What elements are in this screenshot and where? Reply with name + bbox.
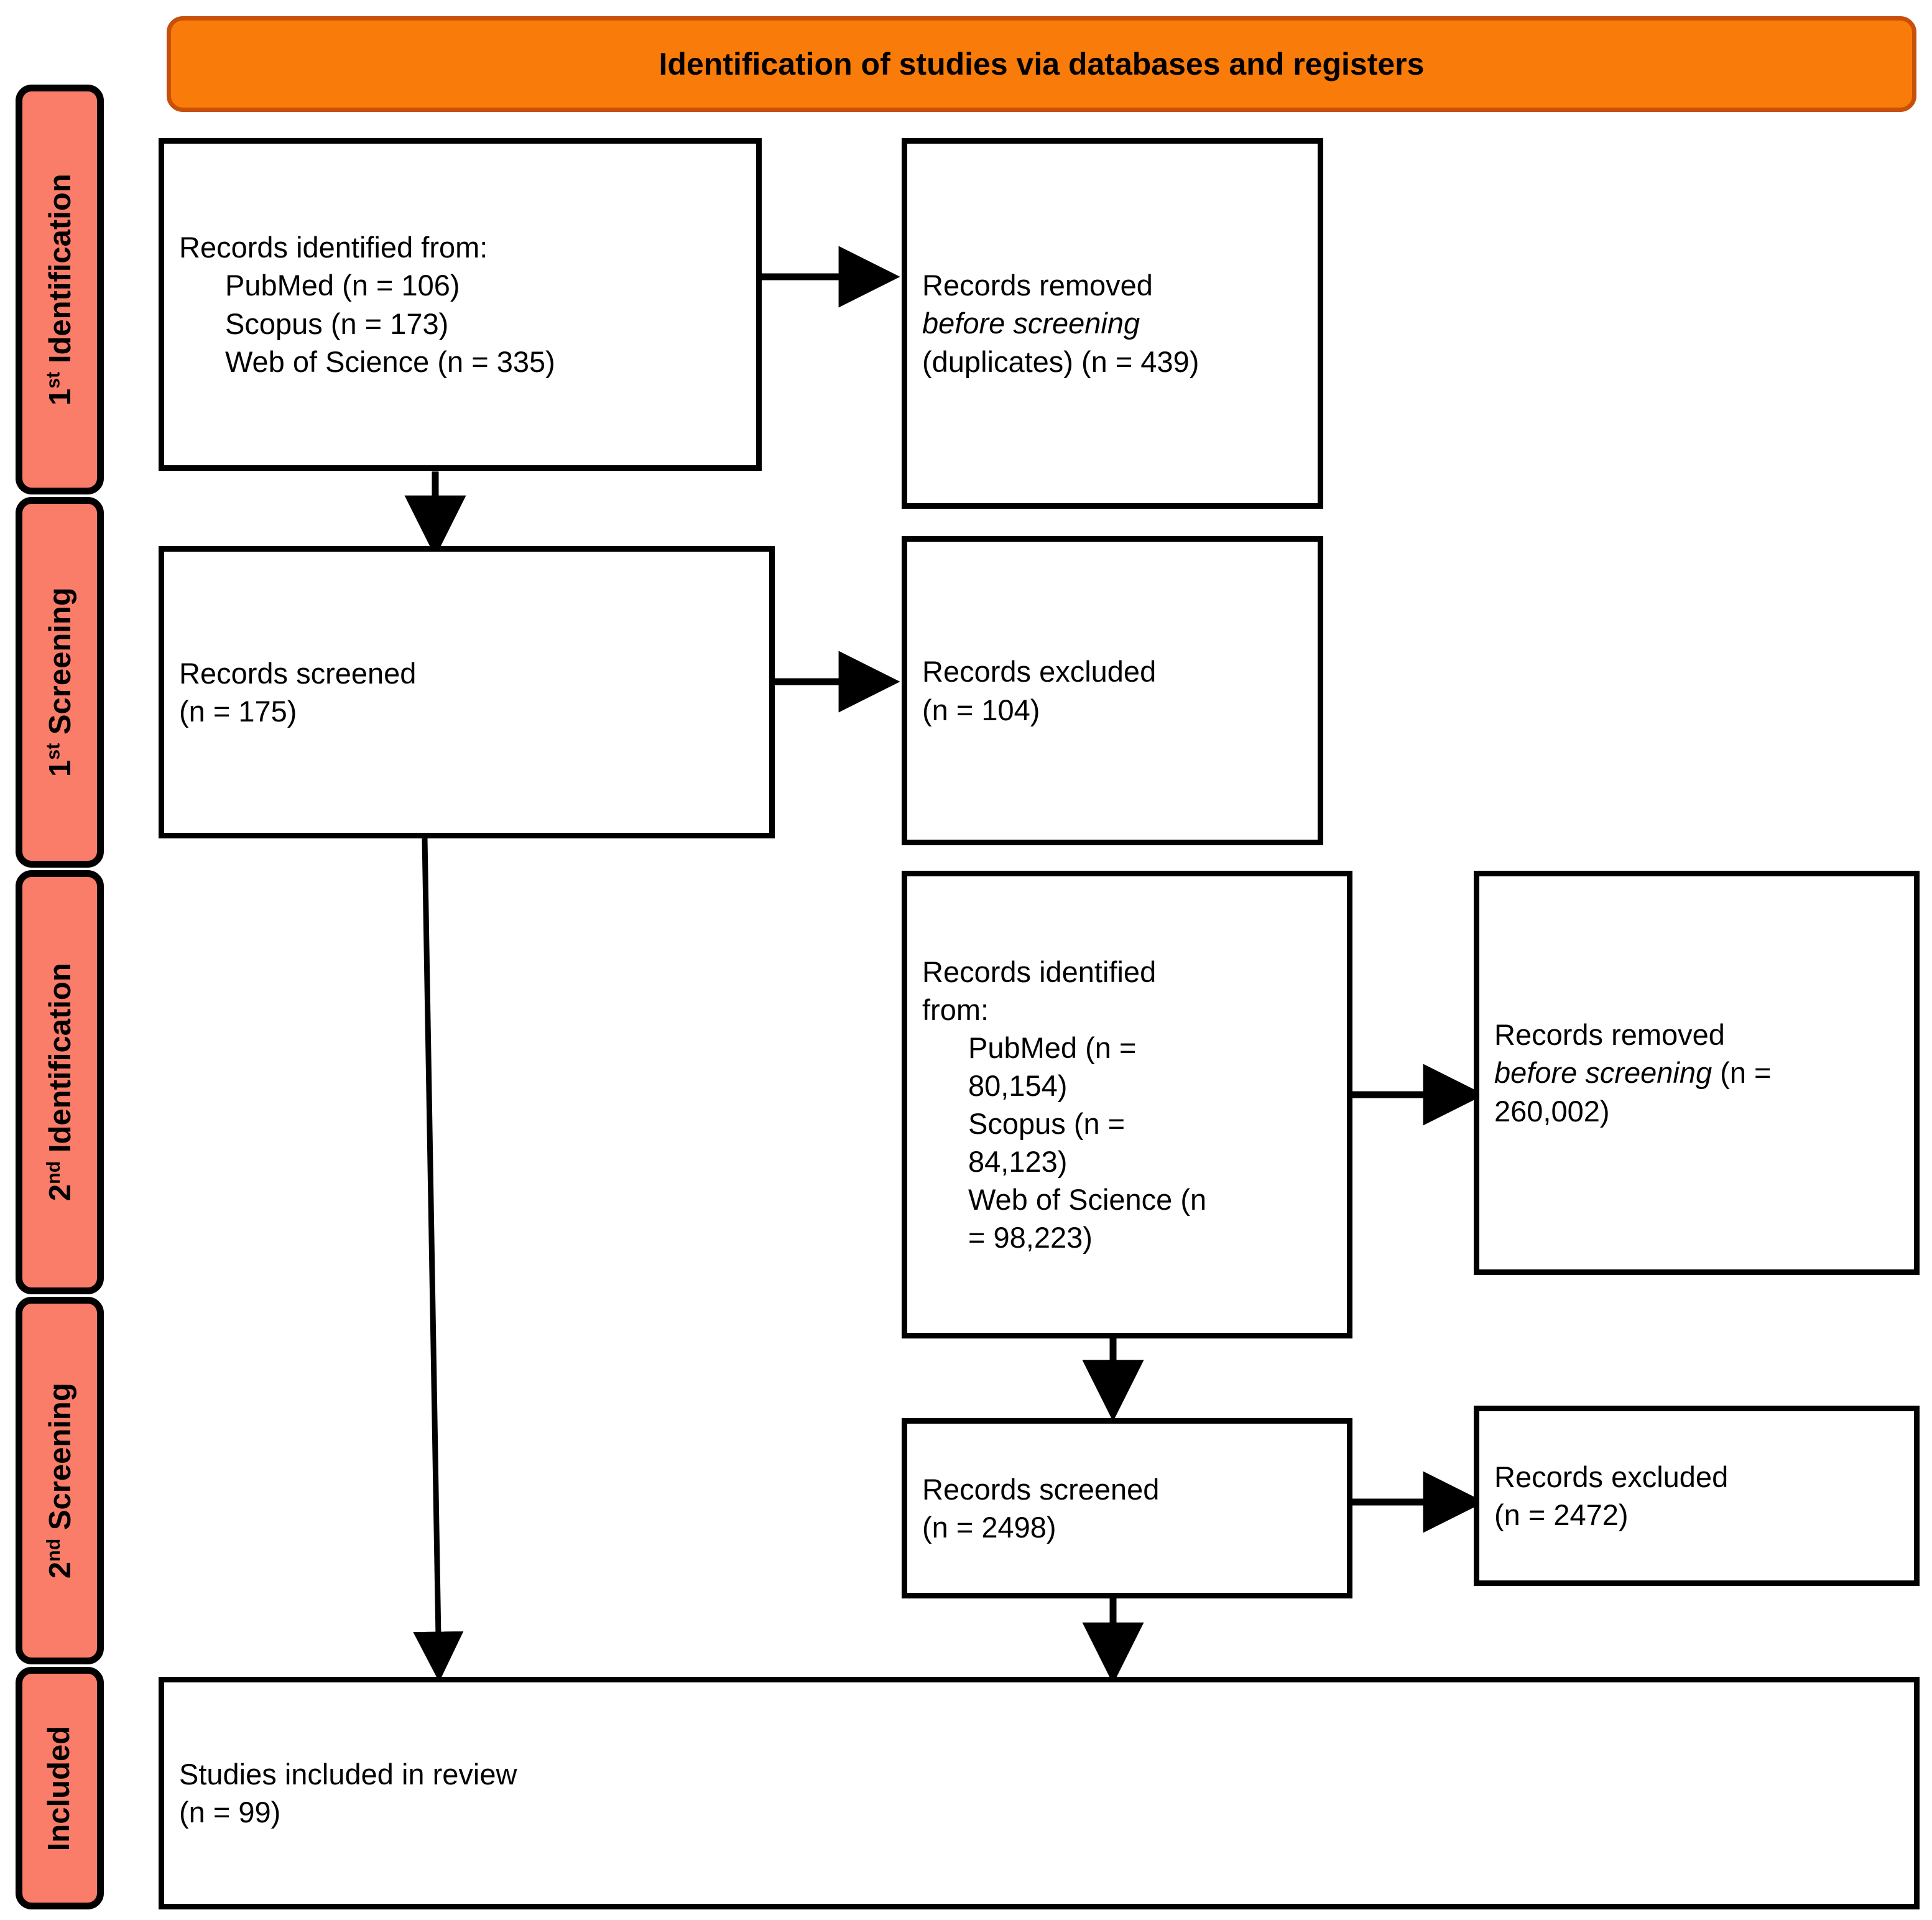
records-excluded-2-line1: Records excluded (1494, 1460, 1729, 1493)
records-identified-1-title: Records identified from: (179, 231, 488, 264)
records-identified-1-source-scopus: Scopus (n = 173) (225, 307, 449, 340)
records-removed-2-line2-italic: before screening (1494, 1056, 1712, 1090)
records-removed-2-line3: 260,002) (1494, 1094, 1610, 1128)
records-identified-2-title-line1: Records identified (922, 955, 1157, 988)
studies-included-line1: Studies included in review (179, 1757, 517, 1791)
records-removed-2-line2-tail: (n = (1712, 1056, 1772, 1090)
records-screened-1-line1: Records screened (179, 656, 417, 690)
box-studies-included-text: Studies included in review (n = 99) (164, 1755, 1914, 1831)
box-records-excluded-2-text: Records excluded (n = 2472) (1479, 1458, 1914, 1534)
stage-pill-1st-screening: 1st Screening (16, 497, 104, 868)
stage-label-1st-screening: 1st Screening (42, 587, 77, 777)
stage-pill-2nd-identification: 2nd Identification (16, 870, 104, 1294)
box-records-removed-1-text: Records removed before screening (duplic… (907, 266, 1318, 380)
records-identified-2-source-wos-line1: Web of Science (n (968, 1183, 1207, 1217)
records-excluded-2-line2: (n = 2472) (1494, 1498, 1629, 1531)
records-screened-2-line1: Records screened (922, 1472, 1160, 1506)
box-records-identified-2-text: Records identified from: PubMed (n = 80,… (907, 953, 1347, 1257)
box-studies-included: Studies included in review (n = 99) (159, 1677, 1920, 1909)
banner-title: Identification of studies via databases … (659, 47, 1425, 81)
box-records-screened-2: Records screened (n = 2498) (902, 1418, 1352, 1598)
box-records-identified-1-text: Records identified from: PubMed (n = 106… (164, 228, 756, 380)
box-records-identified-2: Records identified from: PubMed (n = 80,… (902, 871, 1352, 1338)
records-removed-2-line1: Records removed (1494, 1018, 1725, 1052)
records-identified-2-source-pubmed-line2: 80,154) (968, 1069, 1068, 1102)
box-records-screened-1: Records screened (n = 175) (159, 546, 775, 838)
records-identified-2-title-line2: from: (922, 993, 989, 1026)
stage-label-2nd-identification: 2nd Identification (42, 963, 77, 1202)
box-records-identified-1: Records identified from: PubMed (n = 106… (159, 138, 762, 471)
stage-label-2nd-screening: 2nd Screening (42, 1383, 77, 1579)
records-identified-2-source-pubmed-line1: PubMed (n = (968, 1031, 1137, 1064)
box-records-screened-1-text: Records screened (n = 175) (164, 654, 769, 730)
stage-label-included: Included (42, 1725, 76, 1851)
box-records-excluded-2: Records excluded (n = 2472) (1474, 1406, 1920, 1586)
records-removed-2-line2: before screening (n = (1494, 1054, 1899, 1092)
records-identified-2-source-scopus-line2: 84,123) (968, 1145, 1068, 1179)
box-records-screened-2-text: Records screened (n = 2498) (907, 1470, 1347, 1546)
records-excluded-1-line2: (n = 104) (922, 693, 1040, 726)
records-removed-1-line2: before screening (922, 307, 1140, 340)
records-screened-2-line2: (n = 2498) (922, 1511, 1056, 1544)
records-removed-1-line1: Records removed (922, 269, 1153, 302)
box-records-removed-2: Records removed before screening (n = 26… (1474, 871, 1920, 1275)
records-identified-1-source-pubmed: PubMed (n = 106) (225, 269, 460, 302)
records-removed-1-line3: (duplicates) (n = 439) (922, 345, 1199, 378)
arrow-screened1-to-included (413, 838, 464, 1682)
records-excluded-1-line1: Records excluded (922, 655, 1157, 689)
stage-label-1st-identification: 1st Identification (42, 174, 77, 406)
records-screened-1-line2: (n = 175) (179, 695, 297, 728)
box-records-excluded-1-text: Records excluded (n = 104) (907, 652, 1318, 728)
box-records-removed-2-text: Records removed before screening (n = 26… (1479, 1016, 1914, 1129)
studies-included-line2: (n = 99) (179, 1796, 281, 1829)
stage-pill-2nd-screening: 2nd Screening (16, 1297, 104, 1664)
stage-pill-included: Included (16, 1667, 104, 1909)
box-records-excluded-1: Records excluded (n = 104) (902, 536, 1323, 845)
stage-pill-1st-identification: 1st Identification (16, 85, 104, 494)
records-identified-2-source-scopus-line1: Scopus (n = (968, 1107, 1125, 1140)
records-identified-1-source-wos: Web of Science (n = 335) (225, 345, 555, 378)
records-identified-2-source-wos-line2: = 98,223) (968, 1221, 1093, 1254)
box-records-removed-1: Records removed before screening (duplic… (902, 138, 1323, 509)
diagram-header-banner: Identification of studies via databases … (167, 16, 1916, 112)
